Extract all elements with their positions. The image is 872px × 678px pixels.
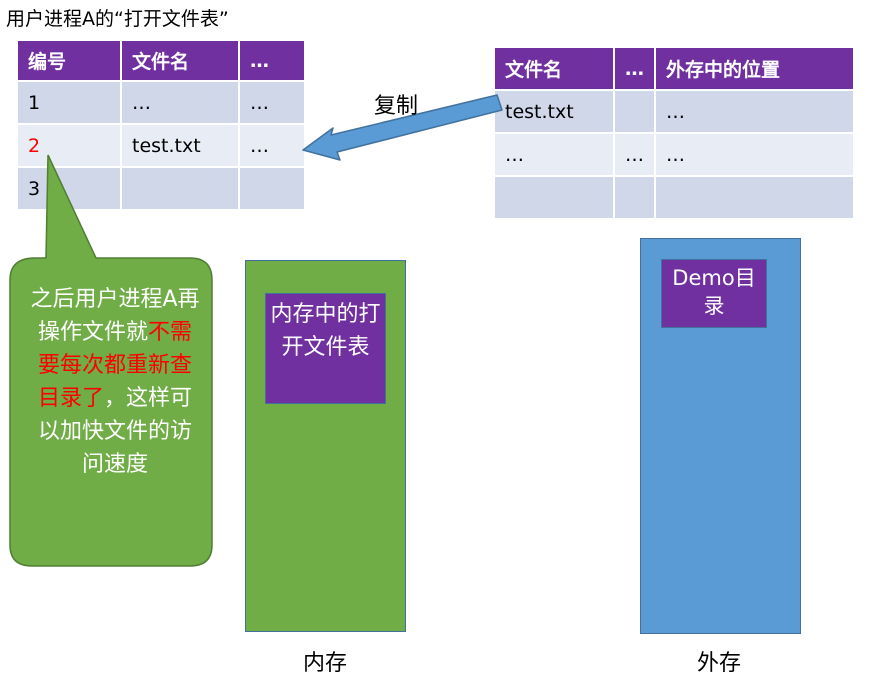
demo-directory-box: Demo目录 <box>661 259 767 328</box>
dir-table-cell <box>493 175 615 220</box>
open-table-cell-highlight: 2 <box>16 123 122 168</box>
dir-table-cell <box>613 89 656 134</box>
open-table-cell: … <box>238 123 306 168</box>
open-table-cell <box>120 166 240 211</box>
dir-table-cell <box>613 175 656 220</box>
open-table-header-filename: 文件名 <box>120 39 240 82</box>
dir-table-cell <box>654 175 855 220</box>
callout-text: 之后用户进程A再操作文件就不需要每次都重新查目录了，这样可以加快文件的访问速度 <box>30 283 200 481</box>
diagram-title: 用户进程A的“打开文件表” <box>6 8 229 30</box>
open-table-cell: test.txt <box>120 123 240 168</box>
open-file-table: 编号 文件名 … 1 … … 2 test.txt … 3 <box>16 39 306 211</box>
directory-table: 文件名 … 外存中的位置 test.txt … … … … <box>493 46 855 220</box>
dir-table-header-location: 外存中的位置 <box>654 46 855 91</box>
open-table-header-id: 编号 <box>16 39 122 82</box>
dir-table-cell: … <box>493 132 615 177</box>
open-table-cell: … <box>120 80 240 125</box>
dir-table-header-more: … <box>613 46 656 91</box>
dir-table-cell: … <box>654 89 855 134</box>
memory-caption: 内存 <box>303 651 348 676</box>
demo-directory-label: Demo目录 <box>672 266 756 318</box>
callout-text-part1: 之后用户进程A再操作文件就 <box>30 287 200 345</box>
open-table-cell: 1 <box>16 80 122 125</box>
memory-open-file-table-box: 内存中的打开文件表 <box>265 293 386 404</box>
copy-label: 复制 <box>374 94 419 119</box>
open-table-header-more: … <box>238 39 306 82</box>
callout-text-highlight: 不需要每次都重新查目录了 <box>37 320 193 411</box>
callout-text-part3: ，这样可以加快文件的访问速度 <box>37 386 193 477</box>
external-caption: 外存 <box>697 651 742 676</box>
dir-table-header-filename: 文件名 <box>493 46 615 91</box>
open-table-cell: … <box>238 80 306 125</box>
open-table-cell <box>238 166 306 211</box>
dir-table-cell: … <box>654 132 855 177</box>
dir-table-cell: … <box>613 132 656 177</box>
dir-table-cell: test.txt <box>493 89 615 134</box>
